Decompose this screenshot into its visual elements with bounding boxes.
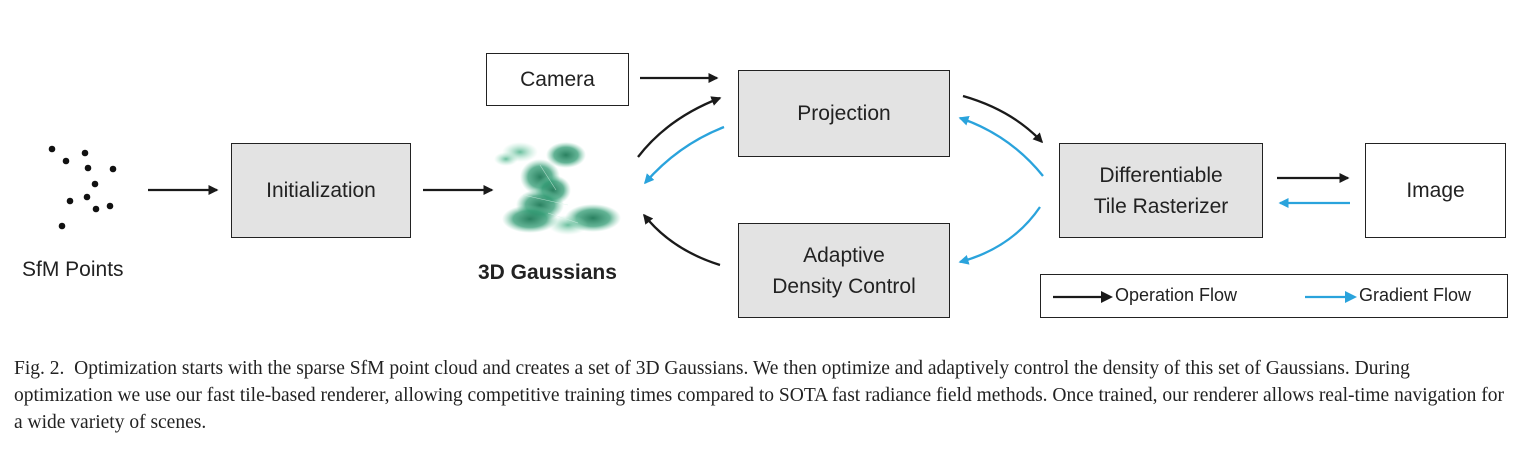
- flow-arrows: [148, 73, 1350, 267]
- gradient-flow-arrow-icon: [1305, 291, 1357, 303]
- rasterizer-label-line1: Differentiable: [1099, 163, 1223, 187]
- density-label-line2: Density Control: [772, 274, 916, 298]
- arrow-projection-to-rasterizer: [962, 94, 1044, 144]
- caption-text: Optimization starts with the sparse SfM …: [14, 358, 1504, 433]
- caption-prefix: Fig. 2.: [14, 358, 65, 379]
- initialization-label: Initialization: [266, 179, 376, 202]
- operation-flow-arrow-icon: [1053, 291, 1113, 303]
- initialization-box: Initialization: [231, 143, 411, 238]
- arrow-gaussians-to-projection: [637, 96, 722, 158]
- projection-box: Projection: [738, 70, 950, 157]
- camera-box: Camera: [486, 53, 629, 106]
- projection-label: Projection: [797, 102, 891, 125]
- gaussians-illustration: [494, 142, 621, 235]
- image-label: Image: [1406, 179, 1465, 202]
- arrow-density-to-gaussians: [643, 213, 721, 267]
- rasterizer-label-line2: Tile Rasterizer: [1093, 194, 1229, 218]
- operation-flow-label: Operation Flow: [1115, 285, 1238, 305]
- rasterizer-box: Differentiable Tile Rasterizer: [1059, 143, 1263, 238]
- sfm-point-cloud: [48, 145, 117, 230]
- gradient-projection-to-gaussians: [644, 125, 725, 185]
- gradient-flow-label: Gradient Flow: [1359, 285, 1472, 305]
- camera-label: Camera: [520, 68, 595, 91]
- figure-caption: Fig. 2. Optimization starts with the spa…: [14, 355, 1510, 436]
- gradient-rasterizer-to-projection: [958, 116, 1044, 177]
- legend: Operation Flow Gradient Flow: [1040, 274, 1508, 318]
- gaussians-label: 3D Gaussians: [478, 261, 617, 284]
- density-label-line1: Adaptive: [803, 243, 885, 267]
- sfm-points-label: SfM Points: [22, 258, 124, 281]
- gradient-rasterizer-to-density: [958, 206, 1041, 265]
- image-box: Image: [1365, 143, 1506, 238]
- pipeline-diagram: SfM Points Initialization 3D Ga: [22, 53, 1508, 318]
- adaptive-density-box: Adaptive Density Control: [738, 223, 950, 318]
